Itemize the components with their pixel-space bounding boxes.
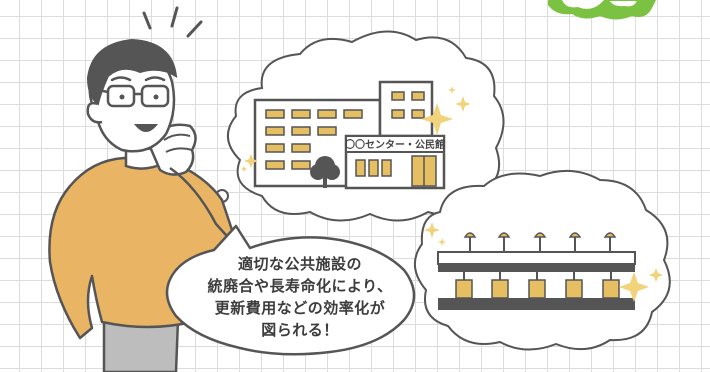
man-character [48, 38, 240, 372]
building-sign: 〇〇センター・公民館 [345, 138, 445, 151]
street-lamps [469, 237, 611, 252]
speech-line-4: 図られる！ [261, 321, 339, 339]
speech-text: 適切な公共施設の 統廃合や長寿命化により、 更新費用などの効率化が 図られる！ [180, 253, 420, 341]
speech-line-3: 更新費用などの効率化が [214, 299, 386, 317]
bridge [437, 232, 636, 310]
sparkle-icons [241, 86, 471, 172]
public-building: 〇〇センター・公民館 [253, 80, 446, 190]
speech-line-1: 適切な公共施設の [237, 255, 362, 273]
glasses-icon [97, 84, 170, 108]
tree-icon [310, 156, 340, 188]
bridge-sparkle-icons [424, 222, 663, 302]
speech-line-2: 統廃合や長寿命化により、 [207, 277, 393, 295]
corner-badge-icon [548, 0, 656, 20]
speech-bubble [165, 224, 416, 356]
emphasis-lines [142, 6, 203, 38]
building-windows [265, 91, 437, 187]
